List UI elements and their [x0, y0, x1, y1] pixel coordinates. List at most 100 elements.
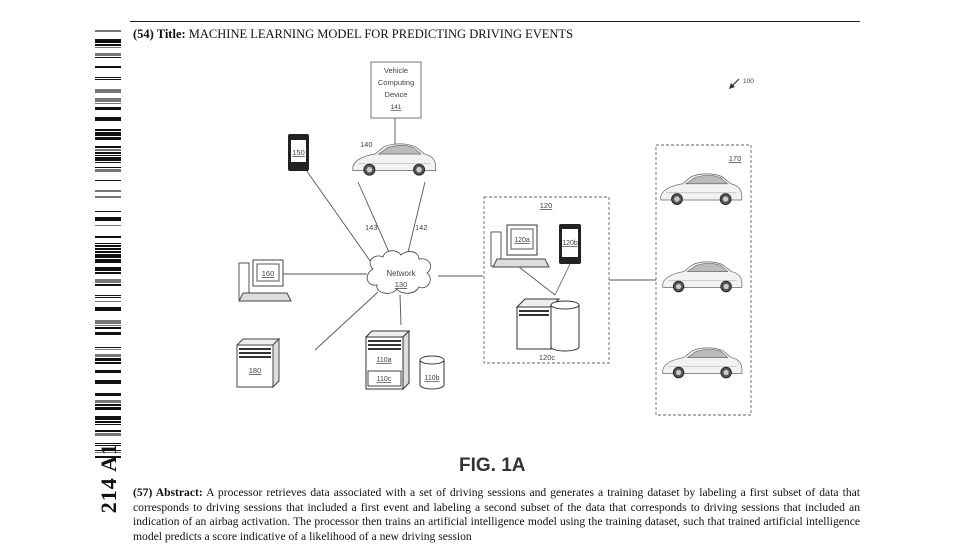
barcode-bar [95, 404, 121, 406]
barcode-bar [95, 407, 121, 410]
patent-title: MACHINE LEARNING MODEL FOR PREDICTING DR… [188, 27, 574, 41]
barcode-bar [95, 456, 121, 458]
vehicle-ref: 140 [360, 140, 373, 149]
barcode-bar [95, 295, 121, 296]
barcode-bar [95, 217, 121, 221]
barcode-bar [95, 79, 121, 80]
barcode-bar [95, 259, 121, 263]
mobile-ref: 150 [292, 148, 305, 157]
barcode-bar [95, 421, 121, 423]
barcode-bar [95, 162, 121, 163]
barcode-bar [95, 236, 121, 238]
abstract-text: A processor retrieves data associated wi… [133, 486, 861, 543]
barcode-bar [95, 332, 121, 335]
barcode-bar [95, 103, 121, 104]
barcode-bar [95, 349, 121, 350]
title-label: (54) Title: [133, 27, 186, 41]
barcode-bar [95, 297, 121, 298]
barcode-bar [95, 155, 121, 156]
abstract-label: (57) Abstract: [133, 486, 203, 499]
connection-lines [277, 118, 656, 351]
server-ref: 180 [249, 366, 262, 375]
server-ref-110c: 110c [377, 376, 392, 383]
db-ref: 110b [424, 375, 439, 382]
barcode-bar [95, 301, 121, 302]
desktop-ref: 160 [262, 269, 275, 278]
barcode-bar [95, 39, 121, 43]
vcd-label-1: Vehicle [384, 66, 408, 75]
barcode-bar [95, 57, 121, 58]
barcode-bar [95, 190, 121, 192]
barcode-bar [95, 443, 121, 444]
server-180: 180 [235, 337, 281, 389]
barcode-bar [95, 380, 121, 384]
barcode-bar [95, 445, 121, 446]
barcode-bar [95, 267, 121, 271]
publication-number: 214 A1 [96, 443, 121, 514]
barcode-bar [95, 152, 121, 154]
barcode-bar [95, 149, 121, 151]
barcode-bar [95, 180, 121, 181]
barcode-bar [95, 245, 121, 247]
vcd-label-2: Computing [378, 78, 414, 87]
barcode-bar [95, 77, 121, 78]
network-label: Network [386, 269, 416, 278]
barcode-bar [95, 167, 121, 168]
group-ref: 120 [540, 201, 553, 210]
barcode-bar [95, 272, 121, 274]
barcode-bar [95, 47, 121, 48]
database-110b: 110b [419, 355, 445, 390]
barcode-bar [95, 254, 121, 258]
barcode-bar [95, 433, 121, 436]
barcode-bar [95, 370, 121, 373]
network-ref: 130 [395, 280, 408, 289]
desktop-160: 160 [238, 259, 292, 302]
barcode-bar [95, 327, 121, 329]
barcode-bar [95, 279, 121, 283]
system-reference: 100 [729, 78, 754, 89]
barcode-bar [95, 225, 121, 226]
fleet-ref: 170 [729, 154, 742, 163]
barcode-bar [95, 53, 121, 56]
storage-ref: 120c [539, 353, 556, 362]
vehicle-140: 140 [352, 140, 437, 176]
fleet-170: 170 [655, 144, 752, 416]
barcode-bar [95, 284, 121, 286]
barcode-bar [95, 117, 121, 121]
barcode-bar [95, 98, 121, 102]
barcode-bar [95, 129, 121, 131]
network-130: Network 130 [366, 250, 432, 294]
barcode-bar [95, 248, 121, 250]
vehicle-computing-device: Vehicle Computing Device 141 [370, 61, 422, 119]
barcode-bar [95, 251, 121, 253]
barcode-bar [95, 424, 121, 425]
barcode-bar [95, 146, 121, 148]
barcode-bar [95, 362, 121, 364]
barcode-bar [95, 30, 121, 32]
vcd-ref: 141 [391, 104, 402, 111]
barcode-bar [95, 132, 121, 136]
header-rule [130, 21, 860, 22]
barcode-bar [95, 107, 121, 110]
group-120: 120 120a 120b 120c [483, 196, 610, 364]
barcode [95, 30, 121, 458]
barcode-bar [95, 89, 121, 93]
barcode-bar [95, 452, 121, 453]
barcode-bar [95, 211, 121, 212]
barcode-bar [95, 347, 121, 348]
analytics-server-110: 110a 110c [364, 329, 411, 391]
fleet-car-3 [662, 347, 743, 379]
server-ref-110a: 110a [376, 357, 391, 364]
link-ref-143: 143 [365, 223, 378, 232]
patent-title-line: (54) Title: MACHINE LEARNING MODEL FOR P… [133, 27, 573, 42]
barcode-bar [95, 354, 121, 357]
link-ref-142: 142 [415, 223, 428, 232]
barcode-bar [95, 325, 121, 326]
computer-ref: 120a [514, 237, 530, 244]
barcode-bar [95, 400, 121, 403]
system-diagram: Vehicle Computing Device 141 100 140 143… [235, 61, 754, 416]
barcode-bar [95, 393, 121, 396]
barcode-bar [95, 44, 121, 46]
figure-caption: FIG. 1A [459, 455, 526, 476]
barcode-bar [95, 243, 121, 244]
